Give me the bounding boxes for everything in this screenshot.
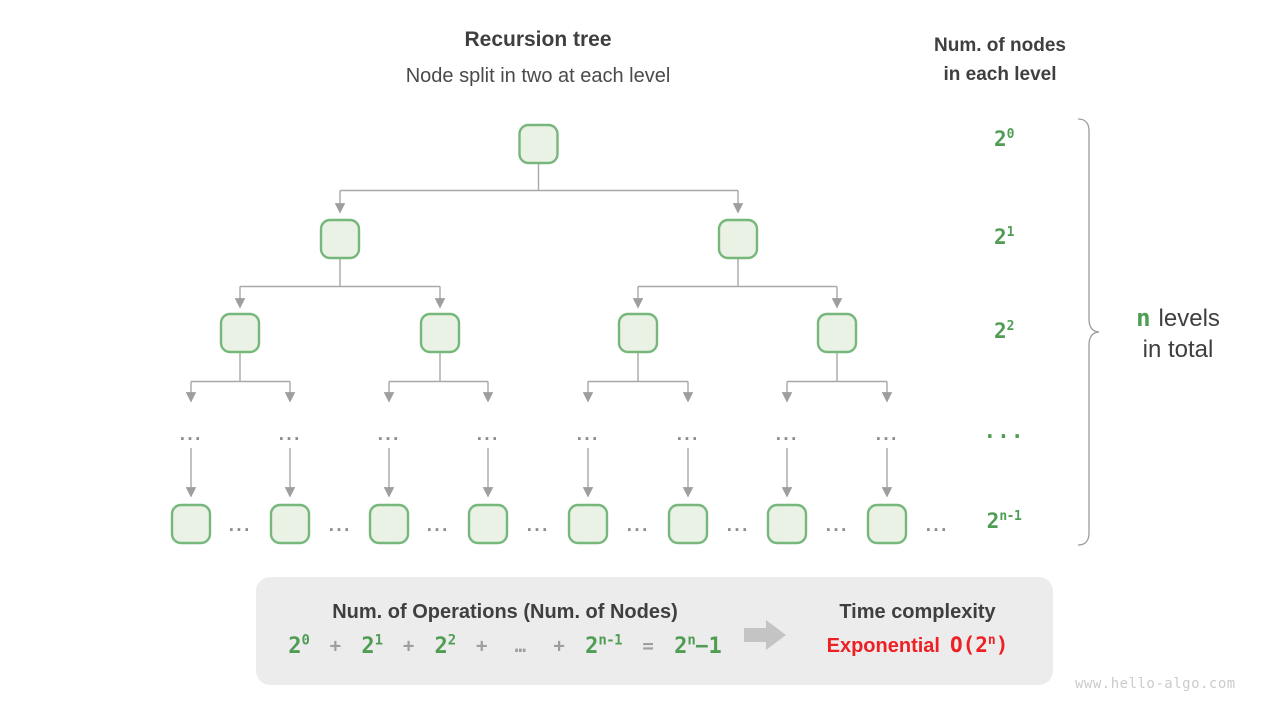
ellipsis: ... (576, 426, 599, 444)
ellipsis: ... (426, 517, 449, 535)
formula-result: 2n−1 (674, 633, 722, 660)
level-count-2: 22 (994, 319, 1015, 343)
right-arrow-icon (744, 620, 786, 650)
plus-operator: + (329, 635, 342, 658)
ellipsis: ... (278, 426, 301, 444)
nodes-per-level-header-line1: Num. of nodes (934, 35, 1066, 56)
tree-node (866, 503, 908, 545)
tree-node (816, 312, 858, 354)
tree-node (170, 503, 212, 545)
ellipsis: ... (476, 426, 499, 444)
time-complexity-title: Time complexity (839, 601, 996, 623)
tree-node (667, 503, 709, 545)
tree-node (269, 503, 311, 545)
ellipsis: ... (726, 517, 749, 535)
tree-node (766, 503, 808, 545)
tree-node (518, 123, 559, 165)
level-count-ellipsis: ... (983, 419, 1025, 443)
ellipsis: ... (925, 517, 948, 535)
ellipsis: ... (328, 517, 351, 535)
level-count-1: 21 (994, 225, 1015, 249)
tree-nodes (170, 123, 908, 545)
tree-node (419, 312, 461, 354)
ellipsis: ... (875, 426, 898, 444)
plus-operator: + (402, 635, 415, 658)
big-o-notation: O(2n) (949, 633, 1009, 657)
ellipsis: ... (228, 517, 251, 535)
formula-term-3: 2n-1 (585, 633, 623, 660)
tree-node (617, 312, 659, 354)
diagram-title: Recursion tree (464, 28, 612, 51)
level-count-last: 2n-1 (986, 509, 1022, 533)
tree-node (567, 503, 609, 545)
ellipsis: ... (676, 426, 699, 444)
nodes-per-level-header: Num. of nodes in each level (900, 31, 1100, 89)
ellipsis: ... (626, 517, 649, 535)
watermark: www.hello-algo.com (1075, 676, 1236, 692)
formula-term-1: 21 (361, 633, 383, 660)
plus-operator: + (553, 635, 565, 658)
complexity-summary-box (256, 577, 1053, 685)
ellipsis: ... (526, 517, 549, 535)
tree-ellipsis-level4: ... ... ... ... ... ... ... ... (179, 426, 898, 444)
tree-node (319, 218, 361, 260)
tree-node (219, 312, 261, 354)
level-count-0: 20 (994, 127, 1015, 151)
n-variable: n (1136, 304, 1151, 332)
ellipsis: ... (179, 426, 202, 444)
tree-node (717, 218, 759, 260)
ellipsis: ... (377, 426, 400, 444)
levels-total-line2: in total (1142, 336, 1214, 363)
tree-ellipsis-bottom-row: ... ... ... ... ... ... ... ... (228, 517, 948, 535)
tree-connectors (185, 163, 893, 498)
operations-formula: 20 + 21 + 22 + … + 2n-1 = 2n−1 (280, 633, 730, 659)
time-complexity-value: Exponential O(2n) (800, 633, 1035, 658)
ellipsis: ... (775, 426, 798, 444)
levels-brace (1077, 118, 1100, 546)
tree-node (467, 503, 509, 545)
formula-term-2: 22 (434, 633, 457, 660)
equals-operator: = (642, 635, 654, 658)
operations-title: Num. of Operations (Num. of Nodes) (332, 601, 678, 623)
complexity-class: Exponential (826, 635, 940, 657)
diagram-subtitle: Node split in two at each level (405, 65, 671, 87)
ellipsis-operator: … (514, 635, 527, 658)
nodes-per-level-header-line2: in each level (943, 64, 1057, 85)
tree-node (368, 503, 410, 545)
formula-term-0: 20 (288, 633, 310, 660)
plus-operator: + (475, 635, 488, 658)
ellipsis: ... (825, 517, 848, 535)
